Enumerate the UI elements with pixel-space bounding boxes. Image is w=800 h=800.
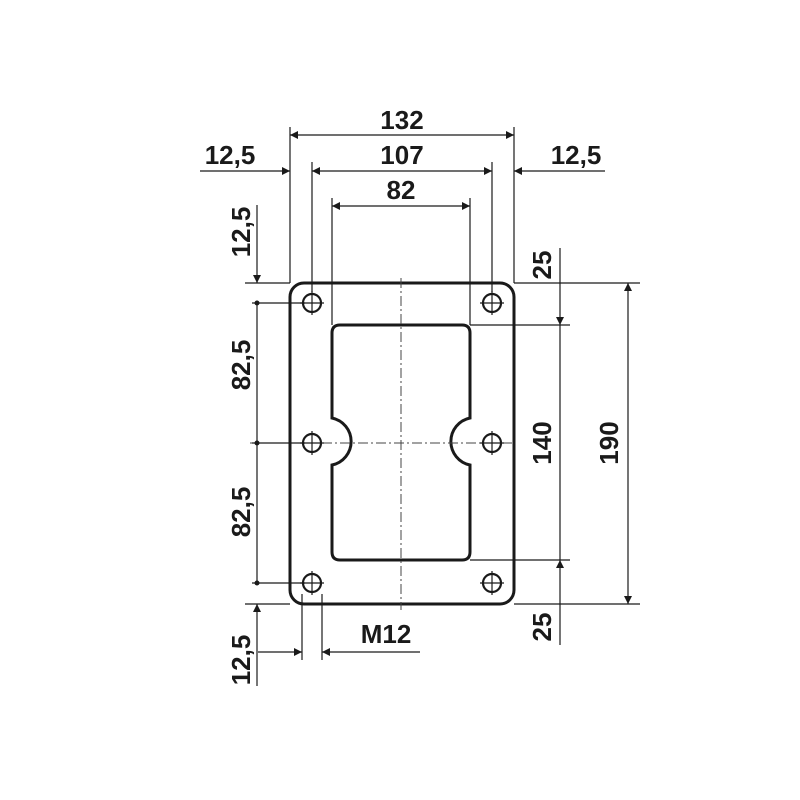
- hole-top-right: [480, 291, 504, 315]
- label-opening-width: 82: [387, 175, 416, 205]
- label-offset-top: 25: [527, 251, 557, 280]
- label-hole-spacing-width: 107: [380, 140, 423, 170]
- hole-middle-right: [480, 431, 504, 455]
- label-edge-right: 12,5: [551, 140, 602, 170]
- inner-opening: [330, 323, 472, 562]
- label-edge-top: 12,5: [226, 207, 256, 258]
- label-offset-bottom: 25: [527, 613, 557, 642]
- label-hole-pitch-lower: 82,5: [226, 487, 256, 538]
- label-overall-height: 190: [594, 421, 624, 464]
- hole-bottom-right: [480, 571, 504, 595]
- label-edge-left: 12,5: [205, 140, 256, 170]
- label-overall-width: 132: [380, 105, 423, 135]
- label-thread: M12: [361, 619, 412, 649]
- label-hole-pitch-upper: 82,5: [226, 340, 256, 391]
- label-opening-height: 140: [527, 421, 557, 464]
- label-edge-bottom: 12,5: [226, 635, 256, 686]
